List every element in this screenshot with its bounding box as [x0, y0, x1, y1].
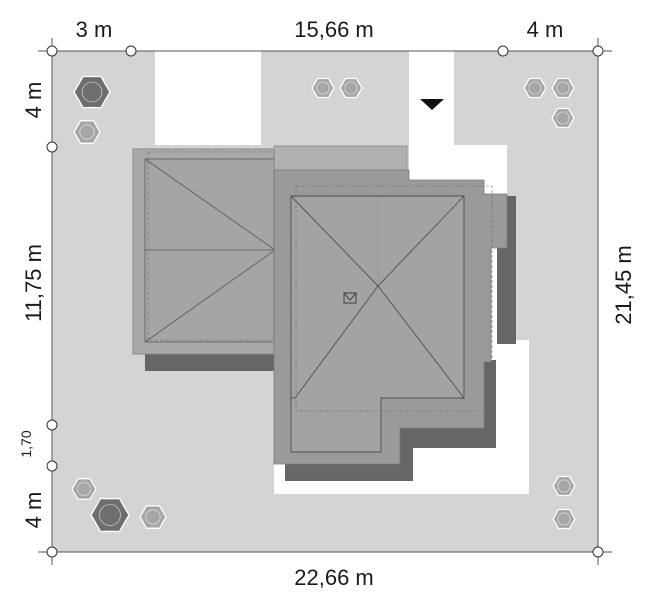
tree-icon — [73, 120, 101, 144]
dim-left-middle: 11,75 m — [21, 244, 46, 322]
tree-icon — [523, 77, 547, 99]
tree-icon — [552, 475, 576, 497]
survey-point-icon — [46, 419, 58, 431]
dim-top-right-setback: 4 m — [527, 17, 564, 42]
tree-icon — [551, 77, 575, 99]
tree-icon — [90, 497, 130, 533]
dim-bottom-width: 22,66 m — [294, 565, 374, 590]
survey-point-icon — [592, 546, 604, 558]
survey-point-icon — [592, 45, 604, 57]
tree-icon — [311, 77, 335, 99]
main-roof-hip — [290, 195, 465, 453]
survey-point-icon — [497, 45, 509, 57]
dim-left-small: 1,70 — [18, 430, 34, 457]
dim-right-depth: 21,45 m — [611, 245, 636, 325]
survey-point-icon — [46, 45, 58, 57]
tree-icon — [71, 477, 97, 501]
trees — [71, 75, 576, 533]
dim-top-frontage: 15,66 m — [294, 17, 374, 42]
garage-roof — [132, 148, 277, 355]
triangle-down-icon — [420, 99, 444, 110]
survey-point-icon — [125, 45, 137, 57]
dim-left-top-setback: 4 m — [21, 82, 46, 119]
survey-point-icon — [46, 141, 58, 153]
chimney-icon — [343, 292, 357, 304]
dim-top-left-setback: 3 m — [76, 17, 113, 42]
dim-left-bottom-setback: 4 m — [21, 492, 46, 529]
canopy-roof — [273, 145, 408, 171]
survey-point-icon — [46, 460, 58, 472]
tree-icon — [73, 75, 111, 109]
survey-points — [46, 45, 604, 558]
tree-icon — [139, 505, 167, 529]
wall-outline-dashed — [147, 151, 493, 412]
tree-icon — [339, 77, 363, 99]
survey-point-icon — [46, 546, 58, 558]
tree-icon — [552, 508, 576, 530]
tree-icon — [551, 107, 575, 129]
